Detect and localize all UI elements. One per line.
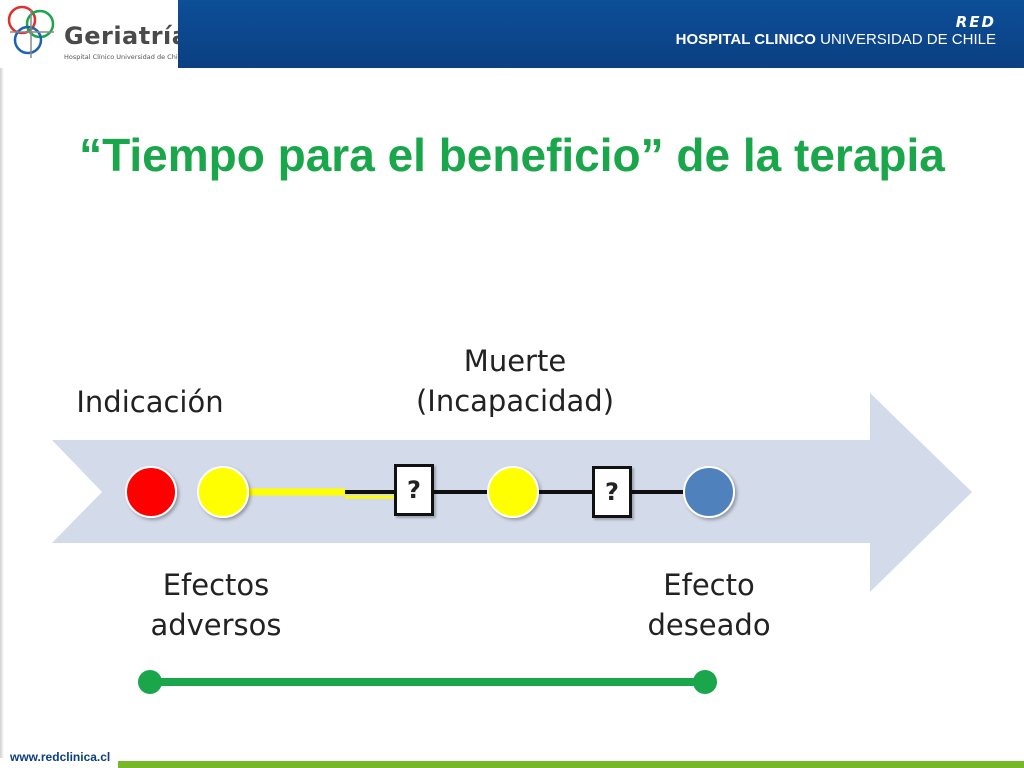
label-efecto-line2: deseado [647, 608, 771, 642]
yellow-node-2 [487, 466, 539, 518]
label-muerte-line1: Muerte [463, 344, 567, 378]
hospital-name-bold: HOSPITAL CLINICO [675, 31, 816, 48]
label-efectos-line2: adversos [150, 608, 282, 642]
red-node [125, 466, 177, 518]
question-box-2: ? [592, 466, 632, 518]
header: Geriatría Hospital Clínico Universidad d… [0, 0, 1024, 68]
label-efecto-deseado: Efecto deseado [619, 565, 799, 645]
logo-name: Geriatría [64, 22, 189, 50]
label-efectos-adversos: Efectos adversos [126, 565, 306, 645]
yellow-node-1 [197, 466, 249, 518]
hospital-banner: RED HOSPITAL CLINICO UNIVERSIDAD DE CHIL… [178, 0, 1024, 68]
footer-url[interactable]: www.redclinica.cl [10, 750, 111, 764]
green-bar-end [693, 670, 717, 694]
slide-title: “Tiempo para el beneficio” de la terapia [79, 129, 945, 181]
network-label: RED [955, 13, 996, 31]
label-efectos-line1: Efectos [162, 568, 270, 602]
left-rule [0, 68, 4, 758]
footer-bar [118, 761, 1024, 768]
hospital-name: HOSPITAL CLINICO UNIVERSIDAD DE CHILE [676, 31, 996, 48]
hospital-name-rest: UNIVERSIDAD DE CHILE [815, 31, 996, 48]
label-muerte: Muerte (Incapacidad) [395, 341, 635, 421]
label-indicacion: Indicación [76, 385, 224, 419]
geriatria-logo: Geriatría Hospital Clínico Universidad d… [0, 0, 188, 68]
logo-subtitle: Hospital Clínico Universidad de Chile [64, 53, 184, 61]
label-muerte-line2: (Incapacidad) [415, 384, 615, 418]
green-bar-start [138, 670, 162, 694]
geriatria-logo-icon [7, 5, 55, 58]
question-box-1: ? [394, 464, 434, 516]
label-efecto-line1: Efecto [663, 568, 755, 602]
blue-node [683, 466, 735, 518]
